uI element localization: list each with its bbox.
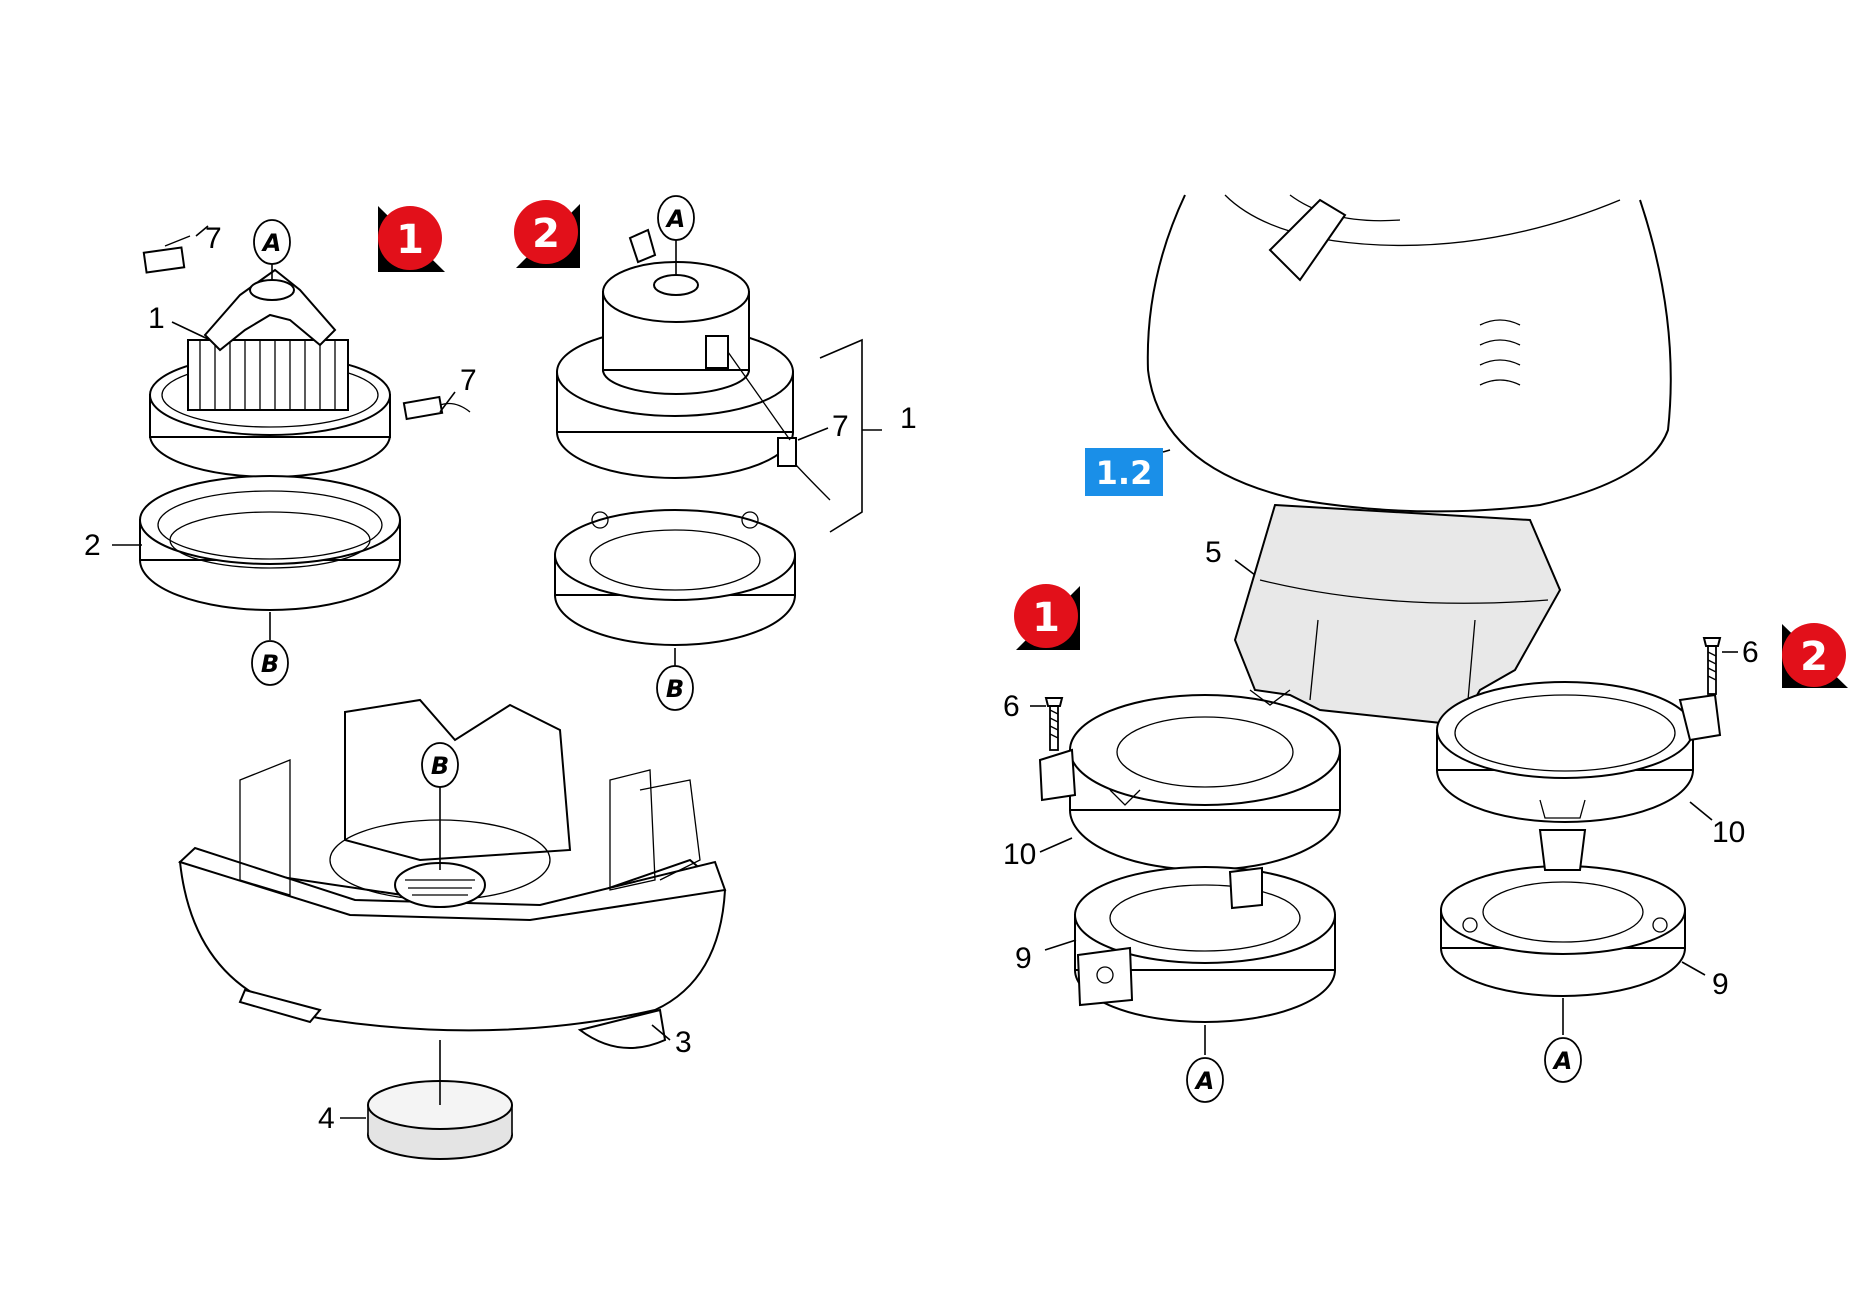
flange-2 [1440, 829, 1686, 997]
screw-1 [1044, 697, 1064, 751]
flange-1 [1074, 866, 1336, 1023]
svg-text:A: A [261, 229, 282, 257]
label-flange-1: 9 [1015, 942, 1032, 975]
svg-text:1: 1 [396, 217, 424, 263]
callout-b-housing: B [421, 742, 459, 870]
callout-a-motor-1: A [253, 219, 291, 265]
motor-assembly-2 [554, 228, 831, 646]
label-motor: 1 [148, 302, 165, 335]
svg-text:A: A [1552, 1047, 1573, 1075]
label-screw-1: 6 [1003, 690, 1020, 723]
container-bowl [1146, 194, 1672, 513]
callout-b-motor-2: B [656, 648, 694, 711]
svg-text:B: B [666, 675, 684, 703]
motor-housing [178, 698, 727, 1049]
reference-tag: 1.2 [1085, 448, 1171, 496]
callout-a-bottom-1: A [1186, 1025, 1224, 1103]
variant-badge-2-right: 2 [1782, 623, 1848, 688]
variant-badge-1-left: 1 [378, 206, 445, 272]
svg-text:B: B [431, 752, 449, 780]
label-sleeve: 5 [1205, 536, 1222, 569]
label-brush-2: 7 [832, 410, 849, 443]
screw-2 [1702, 637, 1722, 695]
leaders-1 [112, 225, 456, 640]
group-bracket-motor-2 [819, 338, 863, 533]
svg-text:A: A [1194, 1067, 1215, 1095]
label-ring-2: 10 [1712, 816, 1745, 849]
svg-text:2: 2 [1800, 634, 1828, 680]
ring-2 [1436, 681, 1722, 823]
filter-disc [367, 1040, 513, 1160]
label-brush-upper: 7 [205, 222, 222, 255]
callout-b-motor-1: B [251, 640, 289, 686]
variant-badge-1-right: 1 [1014, 584, 1080, 650]
label-housing: 3 [675, 1026, 692, 1059]
label-screw-2: 6 [1742, 636, 1759, 669]
label-motor-2: 1 [900, 402, 917, 435]
svg-text:A: A [665, 205, 686, 233]
label-seal-ring: 2 [84, 529, 101, 562]
callout-a-bottom-2: A [1544, 998, 1582, 1083]
label-filter: 4 [318, 1102, 335, 1135]
variant-badge-2-left: 2 [514, 200, 580, 268]
svg-text:2: 2 [532, 211, 560, 257]
label-brush-right: 7 [460, 364, 477, 397]
callout-a-motor-2: A [657, 195, 695, 275]
ring-1 [1038, 689, 1341, 871]
svg-text:1: 1 [1032, 595, 1060, 641]
svg-text:1.2: 1.2 [1096, 454, 1153, 492]
svg-text:B: B [261, 650, 279, 678]
motor-assembly-1 [139, 235, 471, 611]
label-flange-2: 9 [1712, 968, 1729, 1001]
label-ring-1: 10 [1003, 838, 1036, 871]
